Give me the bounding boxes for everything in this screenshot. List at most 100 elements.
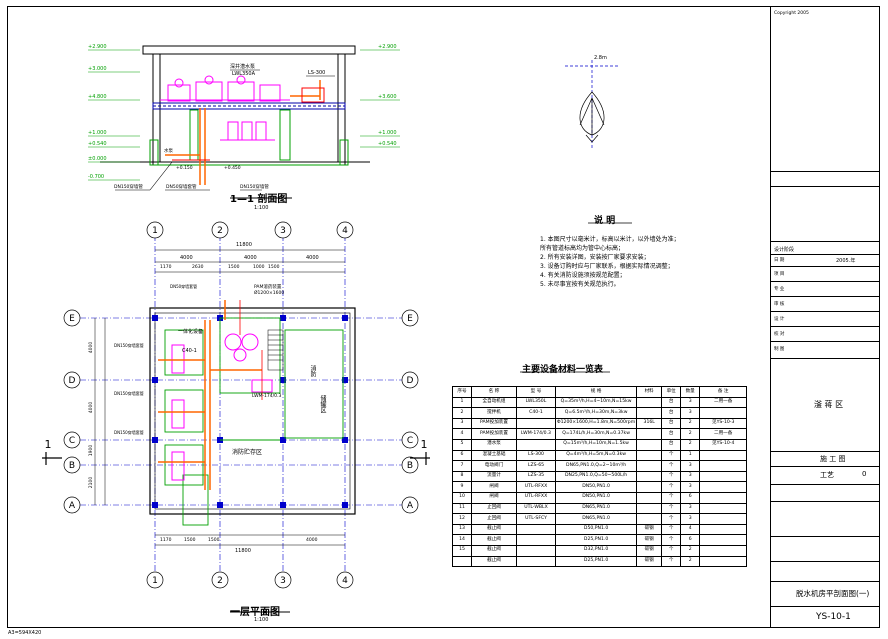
materials-cell: 碳钢 [636,523,663,536]
materials-cell: DN50,PN1.0 [554,491,638,504]
elev-label: +1.000 [88,130,107,136]
materials-cell: LS-300 [516,449,556,462]
equipment-label: DN150穿墙套管 [114,343,144,348]
materials-cell [699,481,748,493]
elev-label: +1.000 [378,130,397,136]
section-label: DN150穿墙管 [114,185,143,190]
elev-label: +2.900 [88,44,107,50]
tb-discipline: 工艺 [820,471,834,479]
materials-cell: 8 [452,470,472,483]
materials-cell: 见YS-10-4 [699,438,748,451]
materials-cell: 9 [452,481,472,493]
tb-row: 项 目 [774,272,785,277]
axis-labels: 1 2 3 4 1 2 3 4 E D C B A E D C B A 1 1 [45,226,428,586]
materials-cell: 2 [680,544,701,557]
axis-label: C [407,436,413,446]
section-mark [42,452,430,465]
materials-cell: 7 [452,460,472,472]
dim-left: 4000 [89,401,95,414]
section-label: DN50穿墙套管 [166,185,197,190]
copyright: Copyright 2005 [774,11,809,16]
equipment-label: LWM-174/0.3 [252,394,282,399]
materials-cell: 4 [680,523,701,536]
materials-cell: 14 [452,534,472,546]
room-label: 储罐区 [319,395,326,413]
materials-cell: 碳钢 [636,534,663,546]
section-roof [142,45,356,55]
materials-cell: 个 [661,449,682,462]
dim-sub: 1000 [253,265,265,270]
materials-cell: Q=35m³/h,H=4~10m,N=15kw [554,396,638,409]
axis-label: 4 [342,226,348,236]
dim-top: 4000 [180,255,193,261]
col-header: 规 格 [554,386,638,398]
dim-left: 2100 [89,476,95,489]
note-item: 1. 本图尺寸以毫米计，标高以米计，以外墙处为准； [540,236,680,243]
col-header: 序号 [452,386,472,398]
materials-cell: D25,PN1.0 [554,555,638,568]
title-block: Copyright 2005 设计阶段 2005.年 日 期 项 目 专 业 审… [770,6,880,628]
materials-cell: 混凝土基础 [471,449,517,462]
materials-cell: LZS-35 [516,470,556,483]
tb-row: 制 图 [774,347,785,352]
materials-cell: 2 [680,555,701,568]
materials-cell: DN25,PN1.0,Q=50~500L/h [554,470,638,483]
materials-cell: 4 [452,428,472,440]
col-header: 材料 [636,386,663,398]
tb-row: 审 核 [774,302,785,307]
materials-cell [636,396,663,409]
equipment-label: DN150穿墙套管 [114,391,144,396]
drop-detail-label: 2.8m [594,55,607,61]
materials-cell: 个 [661,502,682,515]
equipment-label: PAM溶药装置 [254,285,282,290]
materials-cell: DN65,PN1.0,Q=2~10m³/h [554,460,638,472]
materials-cell: 个 [661,481,682,493]
section-label: +0.150 [176,166,193,171]
materials-cell: D25,PN1.0 [554,534,638,546]
materials-cell [699,502,748,515]
materials-cell: 碳钢 [636,544,663,557]
elev-label: -0.700 [88,174,105,180]
tb-drawing-no: YS-10-1 [816,612,851,622]
drawing-frame [7,6,880,628]
note-item: 4. 有关消防设施须按规范配置； [540,272,626,279]
materials-cell [699,523,748,536]
note-item: 所有管道标高均为管中心标高； [540,245,625,252]
materials-cell [636,481,663,493]
materials-cell: 个 [661,513,682,525]
materials-cell: 5 [452,438,472,451]
materials-cell: UTL-RFXX [516,491,556,504]
col-header: 单位 [661,386,682,398]
materials-cell: 2 [680,417,701,430]
materials-cell: Q=174L/h,H=30m,N=0.37kw [554,428,638,440]
dim-sub: 1500 [268,265,280,270]
materials-cell [636,449,663,462]
materials-cell: 截止阀 [471,523,517,536]
axis-label: C [69,436,75,446]
materials-cell [516,523,556,536]
materials-cell [516,534,556,546]
materials-cell: 台 [661,428,682,440]
materials-cell: 截止阀 [471,534,517,546]
equipment-label: Ø1200×1600 [254,291,285,296]
elev-label: +0.540 [88,141,107,147]
materials-cell: 3 [680,460,701,472]
materials-cell: LZS-65 [516,460,556,472]
section-label: LWL350A [232,71,256,77]
section-label: DN150穿墙管 [240,185,269,190]
materials-cell [699,407,748,419]
tb-rev: 0 [862,470,867,478]
axis-label: A [407,501,414,511]
tb-row: 日 期 [774,258,785,263]
section-label: 深井潜水泵 [230,64,256,70]
materials-cell: 10 [452,491,472,504]
materials-cell [516,544,556,557]
materials-cell: 6 [680,534,701,546]
